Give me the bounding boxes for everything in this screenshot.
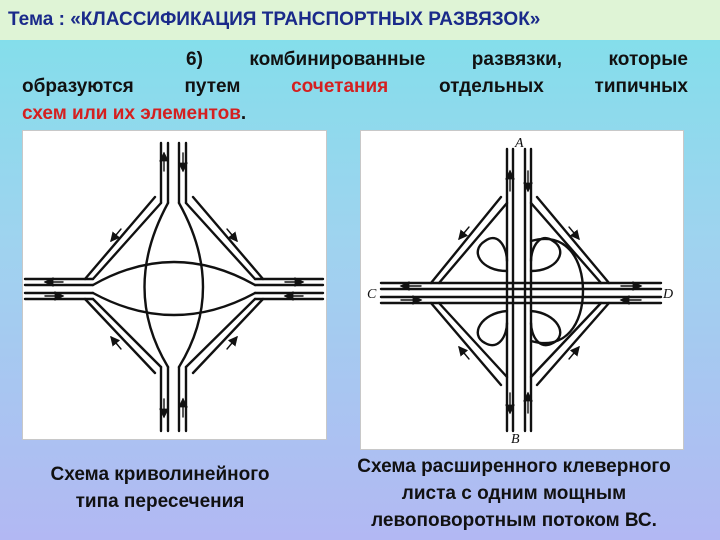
- body-word: которые: [608, 49, 688, 70]
- inner-curves: [91, 201, 257, 369]
- title-bar: Тема : «КЛАССИФИКАЦИЯ ТРАНСПОРТНЫХ РАЗВЯ…: [0, 0, 720, 40]
- body-line-3: схем или их элементов.: [22, 100, 688, 127]
- road-c-d: [379, 281, 663, 305]
- body-text: 6) комбинированные развязки, которые обр…: [22, 46, 688, 127]
- label-c: C: [367, 287, 377, 302]
- caption-line: Схема криволинейного: [50, 464, 270, 485]
- caption-line: левоповоротным потоком ВС.: [371, 510, 657, 531]
- body-word: образуются: [22, 76, 134, 97]
- slide-title: Тема : «КЛАССИФИКАЦИЯ ТРАНСПОРТНЫХ РАЗВЯ…: [8, 9, 541, 30]
- highlight-word: сочетания: [291, 76, 389, 97]
- direction-arrows: [399, 169, 643, 415]
- label-b: B: [511, 432, 520, 447]
- caption-left: Схема криволинейного типа пересечения: [10, 461, 310, 515]
- body-line-2: образуются путем сочетания отдельных тип…: [22, 73, 688, 100]
- label-a: A: [514, 136, 524, 151]
- body-period: .: [240, 103, 247, 124]
- caption-right: Схема расширенного клеверного листа с од…: [314, 453, 714, 534]
- body-word: типичных: [594, 76, 688, 97]
- figure-curvilinear: [22, 130, 327, 440]
- clover-loops: [476, 237, 585, 347]
- body-word: путем: [184, 76, 241, 97]
- body-word: 6): [186, 49, 203, 70]
- label-d: D: [662, 287, 673, 302]
- caption-line: Схема расширенного клеверного: [357, 456, 671, 477]
- outer-ramps: [83, 195, 265, 375]
- cloverleaf-diagram: A B C D: [367, 136, 673, 447]
- body-line-1: 6) комбинированные развязки, которые: [22, 46, 688, 73]
- vertical-road: [159, 141, 188, 433]
- body-word: развязки,: [471, 49, 563, 70]
- body-word: отдельных: [438, 76, 544, 97]
- horizontal-road: [23, 277, 325, 301]
- caption-line: листа с одним мощным: [401, 483, 627, 504]
- body-word: комбинированные: [249, 49, 426, 70]
- highlight-phrase: схем или их элементов: [22, 103, 241, 124]
- caption-line: типа пересечения: [75, 491, 245, 512]
- figure-cloverleaf: A B C D: [360, 130, 684, 450]
- curvilinear-diagram: [23, 141, 325, 433]
- direction-arrows: [43, 151, 305, 419]
